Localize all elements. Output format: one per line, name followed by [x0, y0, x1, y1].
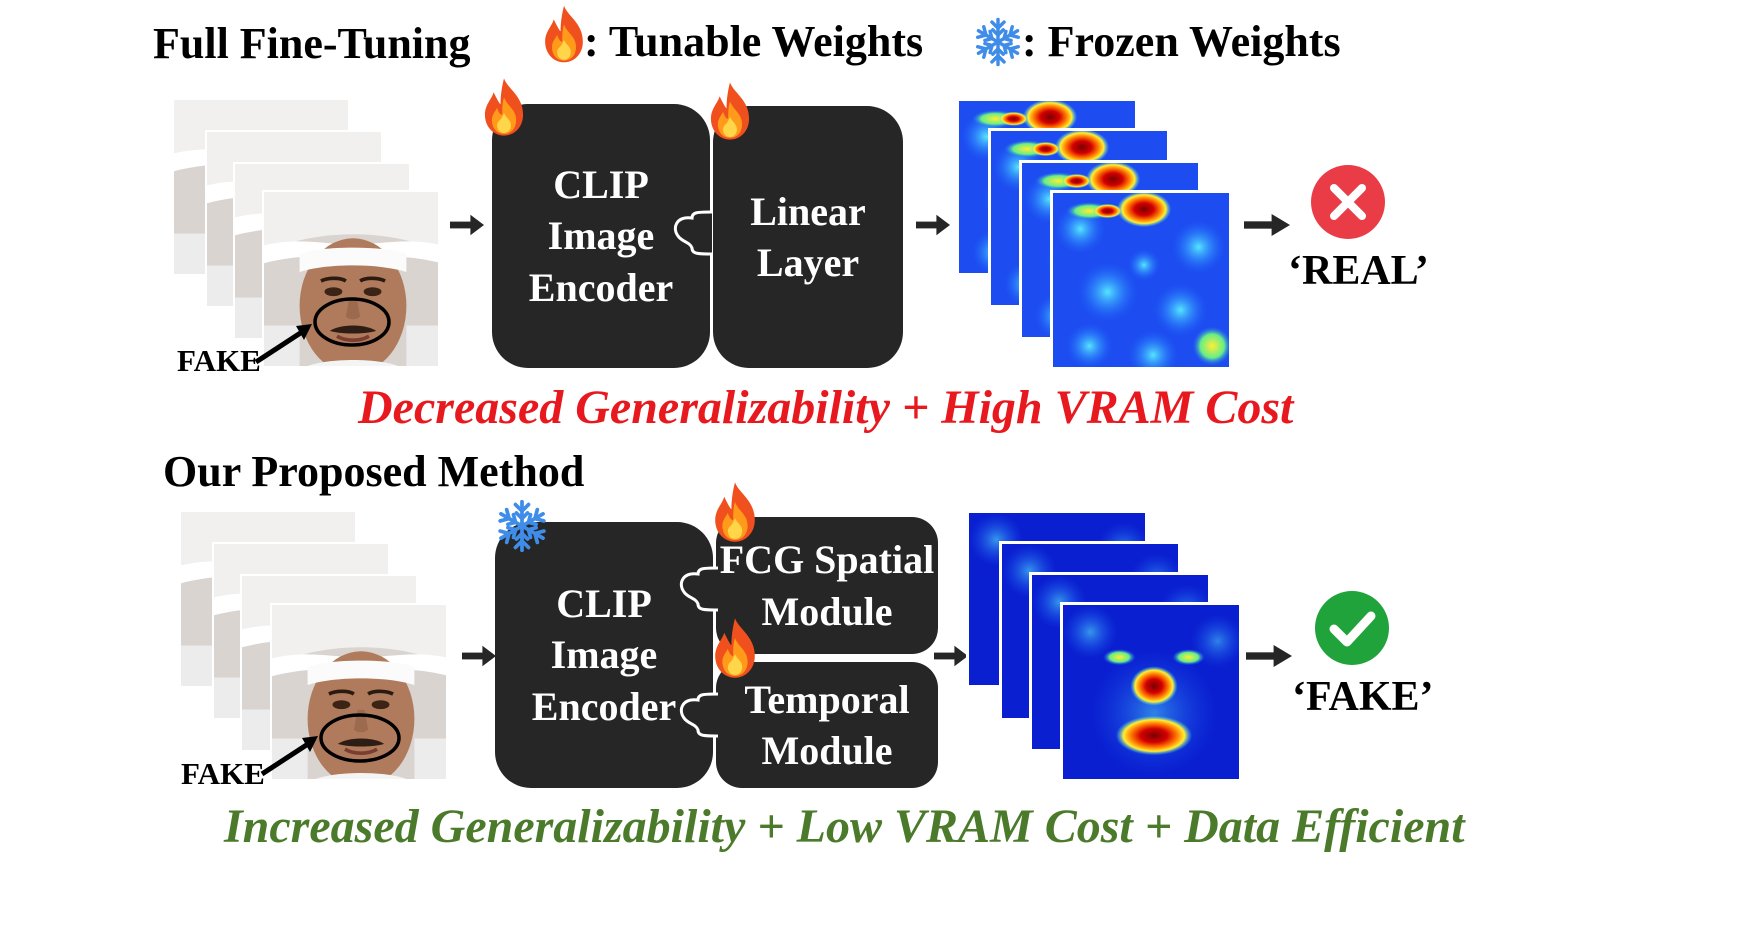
snowflake-icon: [494, 498, 550, 554]
flow-arrow: [450, 214, 484, 236]
flow-arrow: [934, 645, 968, 667]
spatial-module-line: FCG Spatial: [719, 537, 935, 583]
mouth-highlight-ellipse: [312, 296, 392, 348]
legend-tunable-label: : Tunable Weights: [584, 17, 924, 66]
wrong-x-icon: [1310, 164, 1386, 240]
fire-icon: [708, 480, 762, 544]
encoder-line: Image: [550, 632, 658, 678]
puzzle-connector: [674, 692, 724, 738]
bottom-verdict: ‘FAKE’: [1292, 674, 1434, 720]
legend-frozen-label: : Frozen Weights: [1022, 17, 1341, 66]
heatmap-frame: [1060, 602, 1242, 782]
fire-icon: [538, 4, 590, 64]
fake-annotation: FAKE: [181, 756, 265, 791]
top-section-title: Full Fine-Tuning: [153, 19, 471, 68]
puzzle-connector: [668, 210, 718, 256]
fake-annotation: FAKE: [177, 343, 261, 378]
top-verdict: ‘REAL’: [1288, 248, 1429, 294]
fire-icon: [708, 616, 762, 680]
bottom-section-title: Our Proposed Method: [163, 447, 585, 496]
linear-layer-block: Linear Layer: [713, 106, 903, 368]
flow-arrow: [462, 645, 496, 667]
snowflake-icon: [972, 16, 1024, 68]
encoder-line: CLIP: [553, 162, 649, 208]
bottom-caption: Increased Generalizability + Low VRAM Co…: [224, 800, 1465, 853]
puzzle-connector: [674, 566, 724, 612]
encoder-line: CLIP: [556, 581, 652, 627]
fake-pointer-arrow: [258, 730, 324, 778]
linear-layer-line: Linear: [750, 188, 866, 234]
clip-image-encoder-block: CLIP Image Encoder: [492, 104, 710, 368]
encoder-line: Encoder: [528, 264, 674, 310]
top-caption: Decreased Generalizability + High VRAM C…: [358, 381, 1294, 434]
flow-arrow: [916, 214, 950, 236]
encoder-line: Encoder: [531, 683, 677, 729]
fcg-spatial-module-block: FCG Spatial Module: [716, 517, 938, 654]
fire-icon: [478, 76, 530, 138]
flow-arrow: [1246, 645, 1292, 667]
heatmap-frame: [1050, 190, 1232, 370]
temporal-module-line: Module: [761, 728, 893, 773]
linear-layer-line: Layer: [756, 240, 860, 285]
spatial-module-line: Module: [761, 588, 893, 634]
clip-image-encoder-block: CLIP Image Encoder: [495, 522, 713, 788]
flow-arrow: [1244, 214, 1290, 236]
fake-pointer-arrow: [252, 318, 318, 366]
fire-icon: [704, 80, 756, 142]
check-icon: [1314, 590, 1390, 666]
mouth-highlight-ellipse: [318, 712, 402, 764]
temporal-module-line: Temporal: [744, 676, 910, 722]
encoder-line: Image: [547, 213, 655, 259]
temporal-module-block: Temporal Module: [716, 662, 938, 788]
